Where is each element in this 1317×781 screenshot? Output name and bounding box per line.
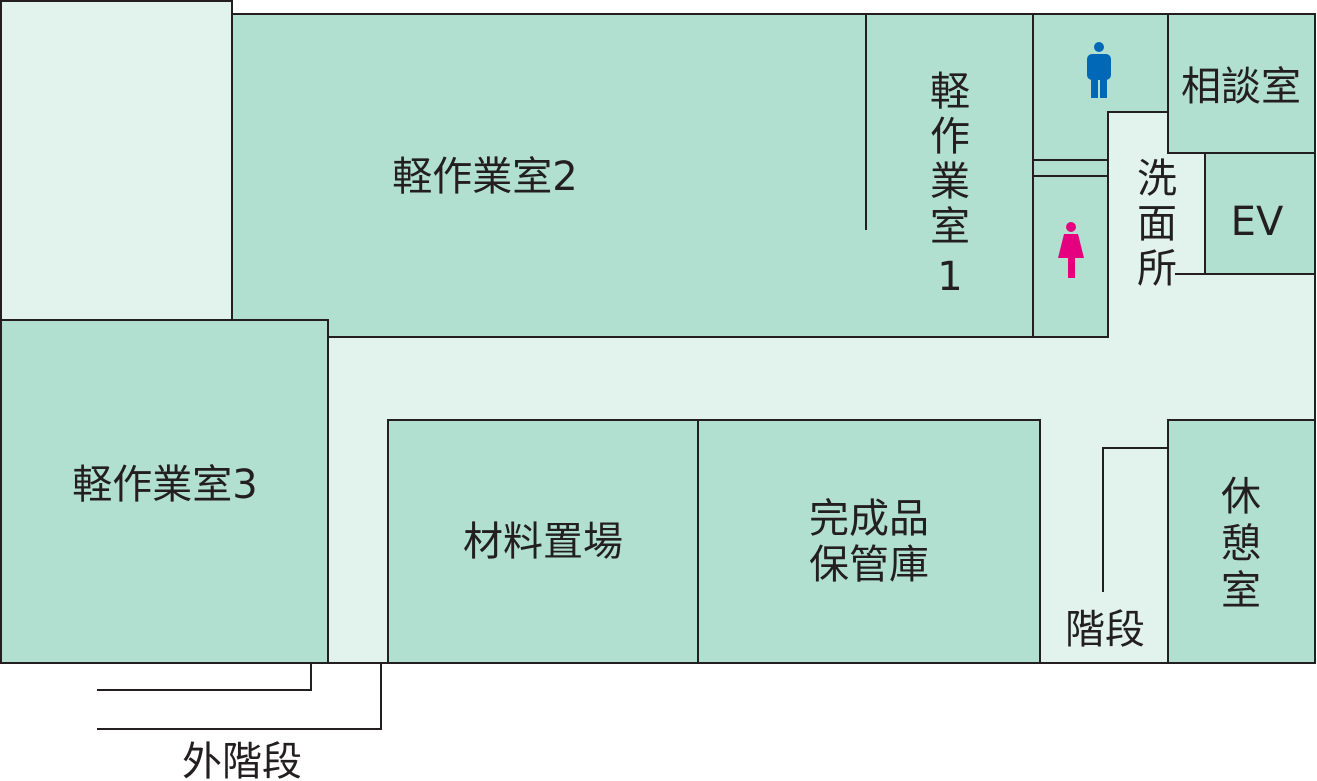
svg-text:軽: 軽 — [930, 69, 970, 115]
room-label-finished-storage: 完成品 保管庫 — [809, 496, 929, 588]
room-light-work-3[interactable] — [0, 319, 329, 664]
svg-text:1: 1 — [937, 254, 962, 300]
svg-text:洗: 洗 — [1137, 156, 1177, 202]
svg-text:保管庫: 保管庫 — [809, 542, 929, 588]
room-label-consultation: 相談室 — [1181, 64, 1301, 110]
svg-text:面: 面 — [1137, 201, 1177, 247]
toilet-strip — [1032, 159, 1109, 177]
svg-text:室: 室 — [930, 204, 970, 250]
svg-text:所: 所 — [1137, 246, 1177, 292]
stairs-wall — [1102, 447, 1168, 592]
room-label-stairs: 階段 — [1065, 607, 1145, 653]
room-rest[interactable] — [1167, 419, 1316, 664]
room-label-light-work-3: 軽作業室3 — [72, 462, 257, 508]
outer-stairs-line — [97, 663, 312, 691]
svg-text:憩: 憩 — [1221, 521, 1261, 567]
svg-text:作: 作 — [930, 114, 970, 160]
men-toilet-icon — [1087, 42, 1111, 98]
room-label-rest: 休 憩 室 — [1221, 474, 1261, 614]
room-label-light-work-2: 軽作業室2 — [392, 154, 577, 200]
room-finished-storage[interactable] — [697, 419, 1041, 664]
label-outer-stairs: 外階段 — [182, 739, 302, 781]
outer-stairs-line — [97, 663, 382, 730]
svg-text:完成品: 完成品 — [809, 496, 929, 542]
room-label-washroom: 洗 面 所 — [1137, 156, 1177, 292]
svg-text:室: 室 — [1221, 568, 1261, 614]
svg-text:業: 業 — [930, 159, 970, 205]
room-materials[interactable] — [387, 419, 699, 664]
top-left-area — [0, 0, 233, 321]
women-toilet-icon — [1058, 222, 1084, 278]
elevator[interactable] — [1204, 152, 1316, 275]
room-label-light-work-1: 軽 作 業 室 1 — [930, 69, 970, 300]
room-light-work-2[interactable] — [231, 13, 1034, 338]
svg-text:休: 休 — [1221, 474, 1261, 520]
room-label-ev: EV — [1231, 199, 1284, 245]
room-label-materials: 材料置場 — [463, 519, 623, 565]
